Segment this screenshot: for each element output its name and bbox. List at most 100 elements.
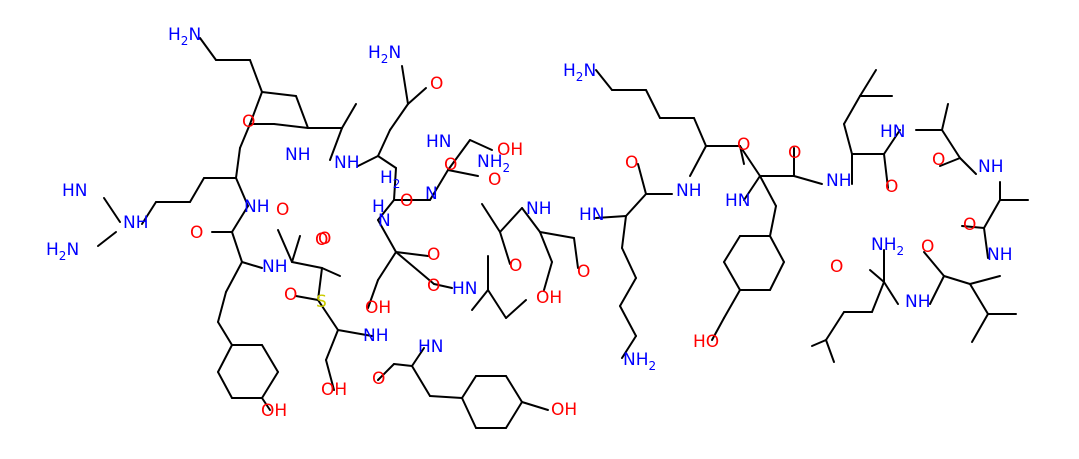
bond-line (377, 199, 395, 221)
bond-line (621, 247, 637, 279)
atom-label-guan-nh: NH (123, 213, 149, 233)
atom-label-text: NH (262, 257, 288, 277)
atom-label-text: OH (261, 401, 287, 421)
bond-line (317, 267, 323, 301)
atom-label-text: N (425, 184, 438, 204)
bond-line (539, 231, 553, 263)
atom-label-o-leu1: O (788, 143, 801, 163)
bond-line (969, 275, 1001, 285)
atom-label-subscript: 2 (381, 52, 389, 66)
bond-line (377, 251, 397, 281)
bond-line (321, 267, 341, 277)
bond-line (401, 65, 409, 105)
bond-line (235, 147, 241, 179)
bond-line (621, 215, 627, 249)
atom-label-text: O (963, 215, 976, 235)
atom-label-o-ser1: O (372, 369, 385, 389)
bond-line (739, 145, 745, 165)
atom-label-oh-ser3: OH (536, 288, 562, 308)
atom-label-text: NH (477, 152, 503, 172)
bond-line (521, 207, 541, 233)
bond-line (793, 175, 823, 185)
atom-label-o-asn: O (444, 155, 457, 175)
bond-line (871, 281, 885, 313)
atom-label-o-leu2: O (830, 257, 843, 277)
atom-label-o-lys2: O (625, 153, 638, 173)
atom-label-hn-ser2: HN (452, 279, 478, 299)
atom-label-oh-ser1: OH (321, 380, 347, 400)
bond-line (429, 395, 463, 399)
atom-label-nh-ala2: NH (978, 157, 1004, 177)
atom-label-text: O (885, 177, 898, 197)
atom-label-oh-thr: OH (497, 140, 523, 160)
atom-label-subscript: 2 (897, 244, 905, 258)
bond-line (769, 205, 777, 237)
atom-label-o-s: O (284, 285, 297, 305)
bond-line (217, 344, 233, 373)
bond-line (231, 231, 243, 263)
bond-line (723, 261, 741, 291)
atom-label-text: OH (497, 140, 523, 160)
atom-label-nh-q: NH (334, 153, 360, 173)
atom-label-o-ser2: O (509, 256, 522, 276)
bond-line (295, 295, 319, 301)
bond-line (923, 251, 945, 277)
atom-label-text: NH (676, 181, 702, 201)
bond-line (261, 91, 297, 97)
bond-line (291, 261, 323, 269)
atom-label-ho-tyr3: HO (693, 332, 719, 352)
bond-line (971, 313, 989, 343)
atom-label-text: S (316, 292, 327, 312)
atom-label-text: NH (244, 197, 270, 217)
bond-line (189, 177, 205, 203)
atom-label-nh-top1: NH (285, 145, 311, 165)
atom-label-text: O (190, 223, 203, 243)
atom-label-text: O (488, 170, 501, 190)
atom-label-o-tyr1: O (318, 229, 331, 249)
atom-label-o-val: O (921, 237, 934, 257)
bond-line (645, 89, 661, 119)
bond-line (943, 275, 971, 285)
bond-line (393, 167, 397, 201)
bond-line (241, 261, 263, 269)
bond-line (277, 229, 293, 263)
atom-label-text: O (284, 285, 297, 305)
bond-line (723, 235, 741, 263)
bond-line (499, 231, 511, 265)
bond-line (825, 339, 835, 363)
bond-line (325, 329, 339, 361)
bond-line (395, 251, 435, 285)
atom-label-text: O (400, 191, 413, 211)
bond-line (461, 397, 477, 429)
bond-line (969, 283, 989, 315)
atom-label-subscript: 2 (649, 359, 657, 373)
bond-line (859, 69, 877, 97)
atom-label-subscript: 2 (576, 70, 584, 84)
bond-line (595, 69, 613, 91)
bond-line (595, 215, 627, 219)
bond-line (217, 291, 227, 323)
bond-line (621, 335, 637, 359)
atom-label-text: O (932, 150, 945, 170)
bond-line (217, 371, 233, 399)
bond-line (235, 177, 249, 207)
bond-line (291, 235, 301, 263)
atom-label-text: H (368, 43, 381, 63)
atom-label-text: NH (526, 199, 552, 219)
atom-label-hn-tyr2: HN (418, 337, 444, 357)
bond-line (377, 363, 395, 381)
bond-line (231, 205, 249, 233)
bond-line (869, 269, 885, 283)
atom-label-hn-tyr3: HN (725, 191, 751, 211)
atom-label-guan-h2n: H2N (46, 240, 79, 263)
bond-line (505, 401, 523, 429)
bond-line (723, 289, 741, 319)
atom-label-subscript: 2 (393, 177, 401, 191)
bond-line (883, 281, 899, 305)
atom-label-text: O (737, 135, 750, 155)
bond-line (769, 235, 785, 263)
atom-label-text: NH (123, 213, 149, 233)
atom-label-text: O (372, 369, 385, 389)
atom-label-nh2-top-left: H2N (168, 25, 201, 48)
